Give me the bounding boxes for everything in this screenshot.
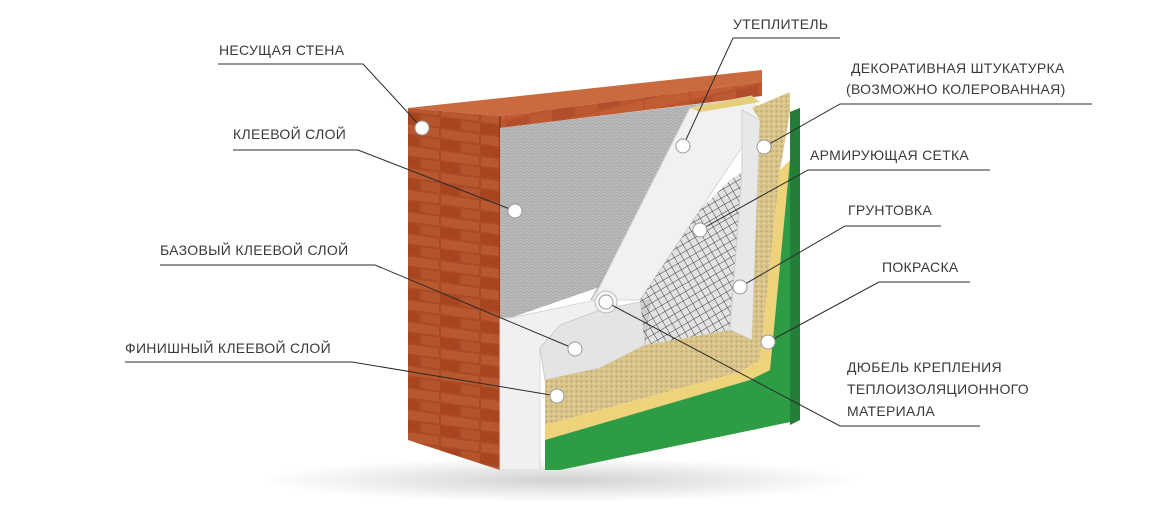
label-insulation: УТЕПЛИТЕЛЬ	[733, 16, 829, 32]
leader-finish-glue-layer	[125, 361, 558, 397]
leader-lines	[125, 37, 1092, 427]
label-dowel-3: МАТЕРИАЛА	[847, 403, 936, 419]
label-paint: ПОКРАСКА	[882, 259, 959, 275]
ground-shadow	[260, 458, 860, 502]
label-base-glue-layer: БАЗОВЫЙ КЛЕЕВОЙ СЛОЙ	[160, 242, 349, 258]
label-glue-layer: КЛЕЕВОЙ СЛОЙ	[233, 126, 347, 142]
leader-insulation	[682, 37, 840, 147]
leader-reinforcing-mesh	[699, 169, 990, 231]
marker-base-glue-layer	[567, 341, 583, 357]
glue-layer	[500, 104, 700, 318]
label-load-bearing-wall: НЕСУЩАЯ СТЕНА	[219, 42, 345, 58]
label-finish-glue-layer: ФИНИШНЫЙ КЛЕЕВОЙ СЛОЙ	[125, 340, 331, 356]
label-dowel-2: ТЕПЛОИЗОЛЯЦИОННОГО	[847, 381, 1029, 397]
marker-glue-layer	[507, 203, 523, 219]
marker-paint	[760, 334, 776, 350]
paint-layer	[545, 108, 800, 470]
marker-decorative-plaster	[756, 139, 772, 155]
label-reinforcing-mesh: АРМИРУЮЩАЯ СЕТКА	[810, 147, 970, 163]
brick-wall-top	[408, 70, 762, 116]
leader-paint	[767, 281, 970, 343]
leader-glue-layer	[233, 149, 516, 212]
leader-decorative-plaster	[763, 103, 1092, 148]
leader-primer	[739, 225, 941, 288]
leader-base-glue-layer	[160, 264, 576, 350]
marker-dowel	[598, 294, 614, 310]
label-decorative-plaster-2: (ВОЗМОЖНО КОЛЕРОВАННАЯ)	[846, 81, 1066, 97]
marker-insulation	[675, 138, 691, 154]
marker-reinforcing-mesh	[692, 222, 708, 238]
leader-load-bearing-wall	[218, 63, 423, 129]
marker-load-bearing-wall	[414, 120, 430, 136]
marker-primer	[732, 279, 748, 295]
label-decorative-plaster-1: ДЕКОРАТИВНАЯ ШТУКАТУРКА	[851, 60, 1065, 76]
brick-wall-face	[500, 82, 762, 128]
decorative-plaster	[545, 92, 790, 425]
reinforcing-mesh	[640, 172, 742, 345]
brick-wall-front	[408, 108, 500, 470]
marker-finish-glue-layer	[549, 388, 565, 404]
markers	[414, 120, 776, 404]
label-primer: ГРУНТОВКА	[848, 202, 932, 218]
leader-dowel	[605, 301, 980, 427]
label-dowel-1: ДЮБЕЛЬ КРЕПЛЕНИЯ	[847, 359, 1002, 375]
